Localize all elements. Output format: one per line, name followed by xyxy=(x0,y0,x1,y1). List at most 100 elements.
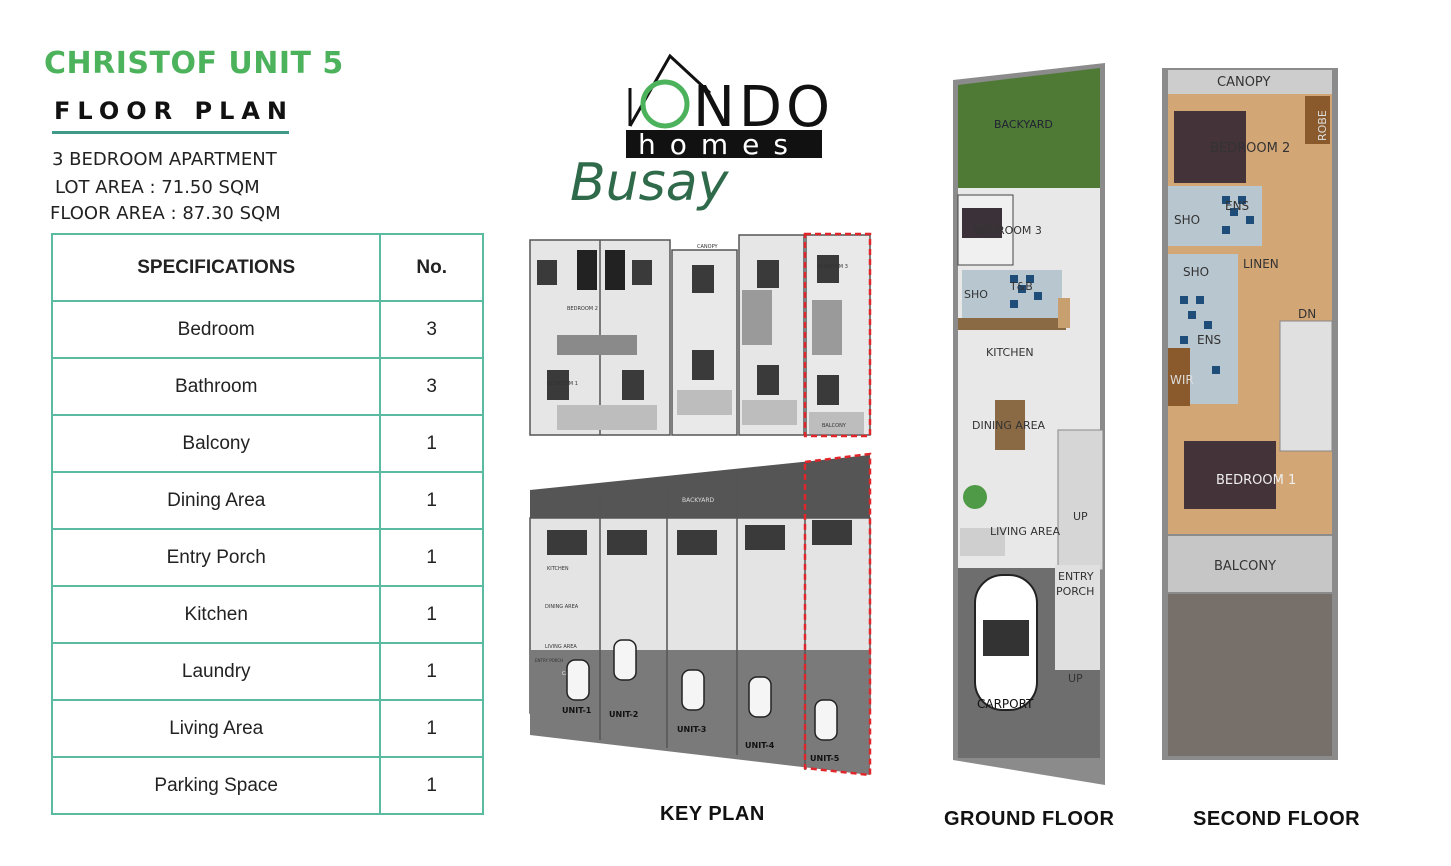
ground-floor-plan: BACKYARD BEDROOM 3 SHO T&B KITCHEN DININ… xyxy=(953,63,1105,785)
spec-name: Parking Space xyxy=(50,756,382,815)
subtitle-underline xyxy=(52,131,289,134)
gf-carport-label: CARPORT xyxy=(977,697,1034,711)
gf-kitchen-label: KITCHEN xyxy=(986,346,1034,359)
gf-entry-label: ENTRY xyxy=(1058,570,1094,583)
spec-count: 3 xyxy=(379,300,484,359)
gf-ramp-up-label: UP xyxy=(1068,672,1083,685)
key-plan-upper: CANOPY BEDROOM 3 BEDROOM 2 BEDROOM 1 BAL… xyxy=(529,232,872,438)
spec-name: Living Area xyxy=(50,699,382,758)
column-header-count: No. xyxy=(379,233,484,302)
bed-icon xyxy=(962,208,1002,238)
key-plan-diagram: CANOPY BEDROOM 3 BEDROOM 2 BEDROOM 1 BAL… xyxy=(529,232,872,777)
spec-count: 1 xyxy=(379,471,484,530)
bed-icon xyxy=(1184,441,1276,509)
spec-name: Entry Porch xyxy=(50,528,382,587)
plant-icon xyxy=(963,485,987,509)
car-icon xyxy=(613,639,637,681)
spec-count: 3 xyxy=(379,357,484,416)
key-balcony-label: BALCONY xyxy=(822,423,847,429)
spec-name: Bathroom xyxy=(50,357,382,416)
staircase xyxy=(1279,320,1333,452)
sf-linen-label: LINEN xyxy=(1243,257,1279,271)
key-kitchen-label: KITCHEN xyxy=(547,566,569,572)
gf-backyard-label: BACKYARD xyxy=(994,118,1053,131)
unit-3-label: UNIT-3 xyxy=(677,725,706,734)
page-subtitle: FLOOR PLAN xyxy=(54,97,295,125)
sf-robe-label: ROBE xyxy=(1316,110,1329,141)
car-icon xyxy=(681,669,705,711)
sf-bedroom1-label: BEDROOM 1 xyxy=(1216,473,1296,488)
gf-bedroom3-label: BEDROOM 3 xyxy=(974,224,1042,237)
key-entry-porch-label: ENTRY PORCH xyxy=(535,658,563,663)
unit-type: 3 BEDROOM APARTMENT xyxy=(52,149,277,170)
key-bedroom2-label: BEDROOM 2 xyxy=(567,306,598,312)
second-floor-plan: CANOPY BEDROOM 2 ROBE SHO ENS SHO LINEN … xyxy=(1162,68,1338,760)
unit-5-label: UNIT-5 xyxy=(810,754,840,763)
sf-shower-bottom-label: SHO xyxy=(1183,265,1209,279)
sf-wir-label: WIR xyxy=(1170,373,1194,387)
dining-table xyxy=(995,400,1025,450)
unit-1-label: UNIT-1 xyxy=(562,706,592,715)
spec-name: Laundry xyxy=(50,642,382,701)
kitchen-counter xyxy=(958,318,1066,330)
car-icon xyxy=(814,699,838,741)
column-header-specifications: SPECIFICATIONS xyxy=(50,233,382,302)
spec-count: 1 xyxy=(379,528,484,587)
key-backyard-label: BACKYARD xyxy=(682,497,714,504)
lot-area: LOT AREA : 71.50 SQM xyxy=(55,177,260,198)
unit5-highlight-upper xyxy=(803,232,872,438)
ondo-homes-logo: NDO homes Busay xyxy=(570,53,834,213)
gf-tb-label: T&B xyxy=(1009,280,1033,293)
spec-name: Kitchen xyxy=(50,585,382,644)
logo-wordmark: NDO xyxy=(693,75,834,140)
sf-bedroom2-label: BEDROOM 2 xyxy=(1210,141,1290,156)
gf-stairs-up-label: UP xyxy=(1073,510,1088,523)
gf-shower-label: SHO xyxy=(964,288,988,301)
spec-name: Dining Area xyxy=(50,471,382,530)
floor-area: FLOOR AREA : 87.30 SQM xyxy=(50,203,281,224)
key-bedroom1-label: BEDROOM 1 xyxy=(547,381,578,387)
bed-icon xyxy=(1174,111,1246,183)
sf-ensuite-top-label: ENS xyxy=(1225,199,1249,213)
gf-living-label: LIVING AREA xyxy=(990,525,1061,538)
sf-stairs-down-label: DN xyxy=(1298,307,1316,321)
key-canopy-label: CANOPY xyxy=(697,244,718,250)
spec-count: 1 xyxy=(379,699,484,758)
page-title: CHRISTOF UNIT 5 xyxy=(44,46,344,81)
key-living-label: LIVING AREA xyxy=(545,644,577,650)
sf-ensuite-bottom-label: ENS xyxy=(1197,333,1221,347)
sf-shower-top-label: SHO xyxy=(1174,213,1200,227)
table-header-row: SPECIFICATIONS No. xyxy=(50,233,484,302)
logo-band xyxy=(626,130,822,158)
key-plan-caption: KEY PLAN xyxy=(660,803,765,825)
robe-cabinet xyxy=(1305,96,1330,144)
car-icon xyxy=(748,676,772,718)
spec-count: 1 xyxy=(379,756,484,815)
logo-green-o xyxy=(640,79,690,129)
key-plan-lower: BACKYARD KITCHEN DINING AREA LIVING AREA… xyxy=(529,452,872,777)
sf-balcony-label: BALCONY xyxy=(1214,559,1276,574)
wir-cabinet xyxy=(1168,348,1190,406)
key-dining-label: DINING AREA xyxy=(545,604,579,610)
second-floor-caption: SECOND FLOOR xyxy=(1193,808,1361,830)
spec-count: 1 xyxy=(379,585,484,644)
car-icon xyxy=(566,659,590,701)
gf-dining-label: DINING AREA xyxy=(972,419,1046,432)
unit5-highlight-lower xyxy=(803,452,872,777)
backyard-lawn xyxy=(958,68,1100,188)
spec-count: 1 xyxy=(379,642,484,701)
unit-4-label: UNIT-4 xyxy=(745,741,775,750)
ground-floor-caption: GROUND FLOOR xyxy=(944,808,1115,830)
staircase xyxy=(1057,429,1104,571)
logo-script: Busay xyxy=(570,153,730,213)
